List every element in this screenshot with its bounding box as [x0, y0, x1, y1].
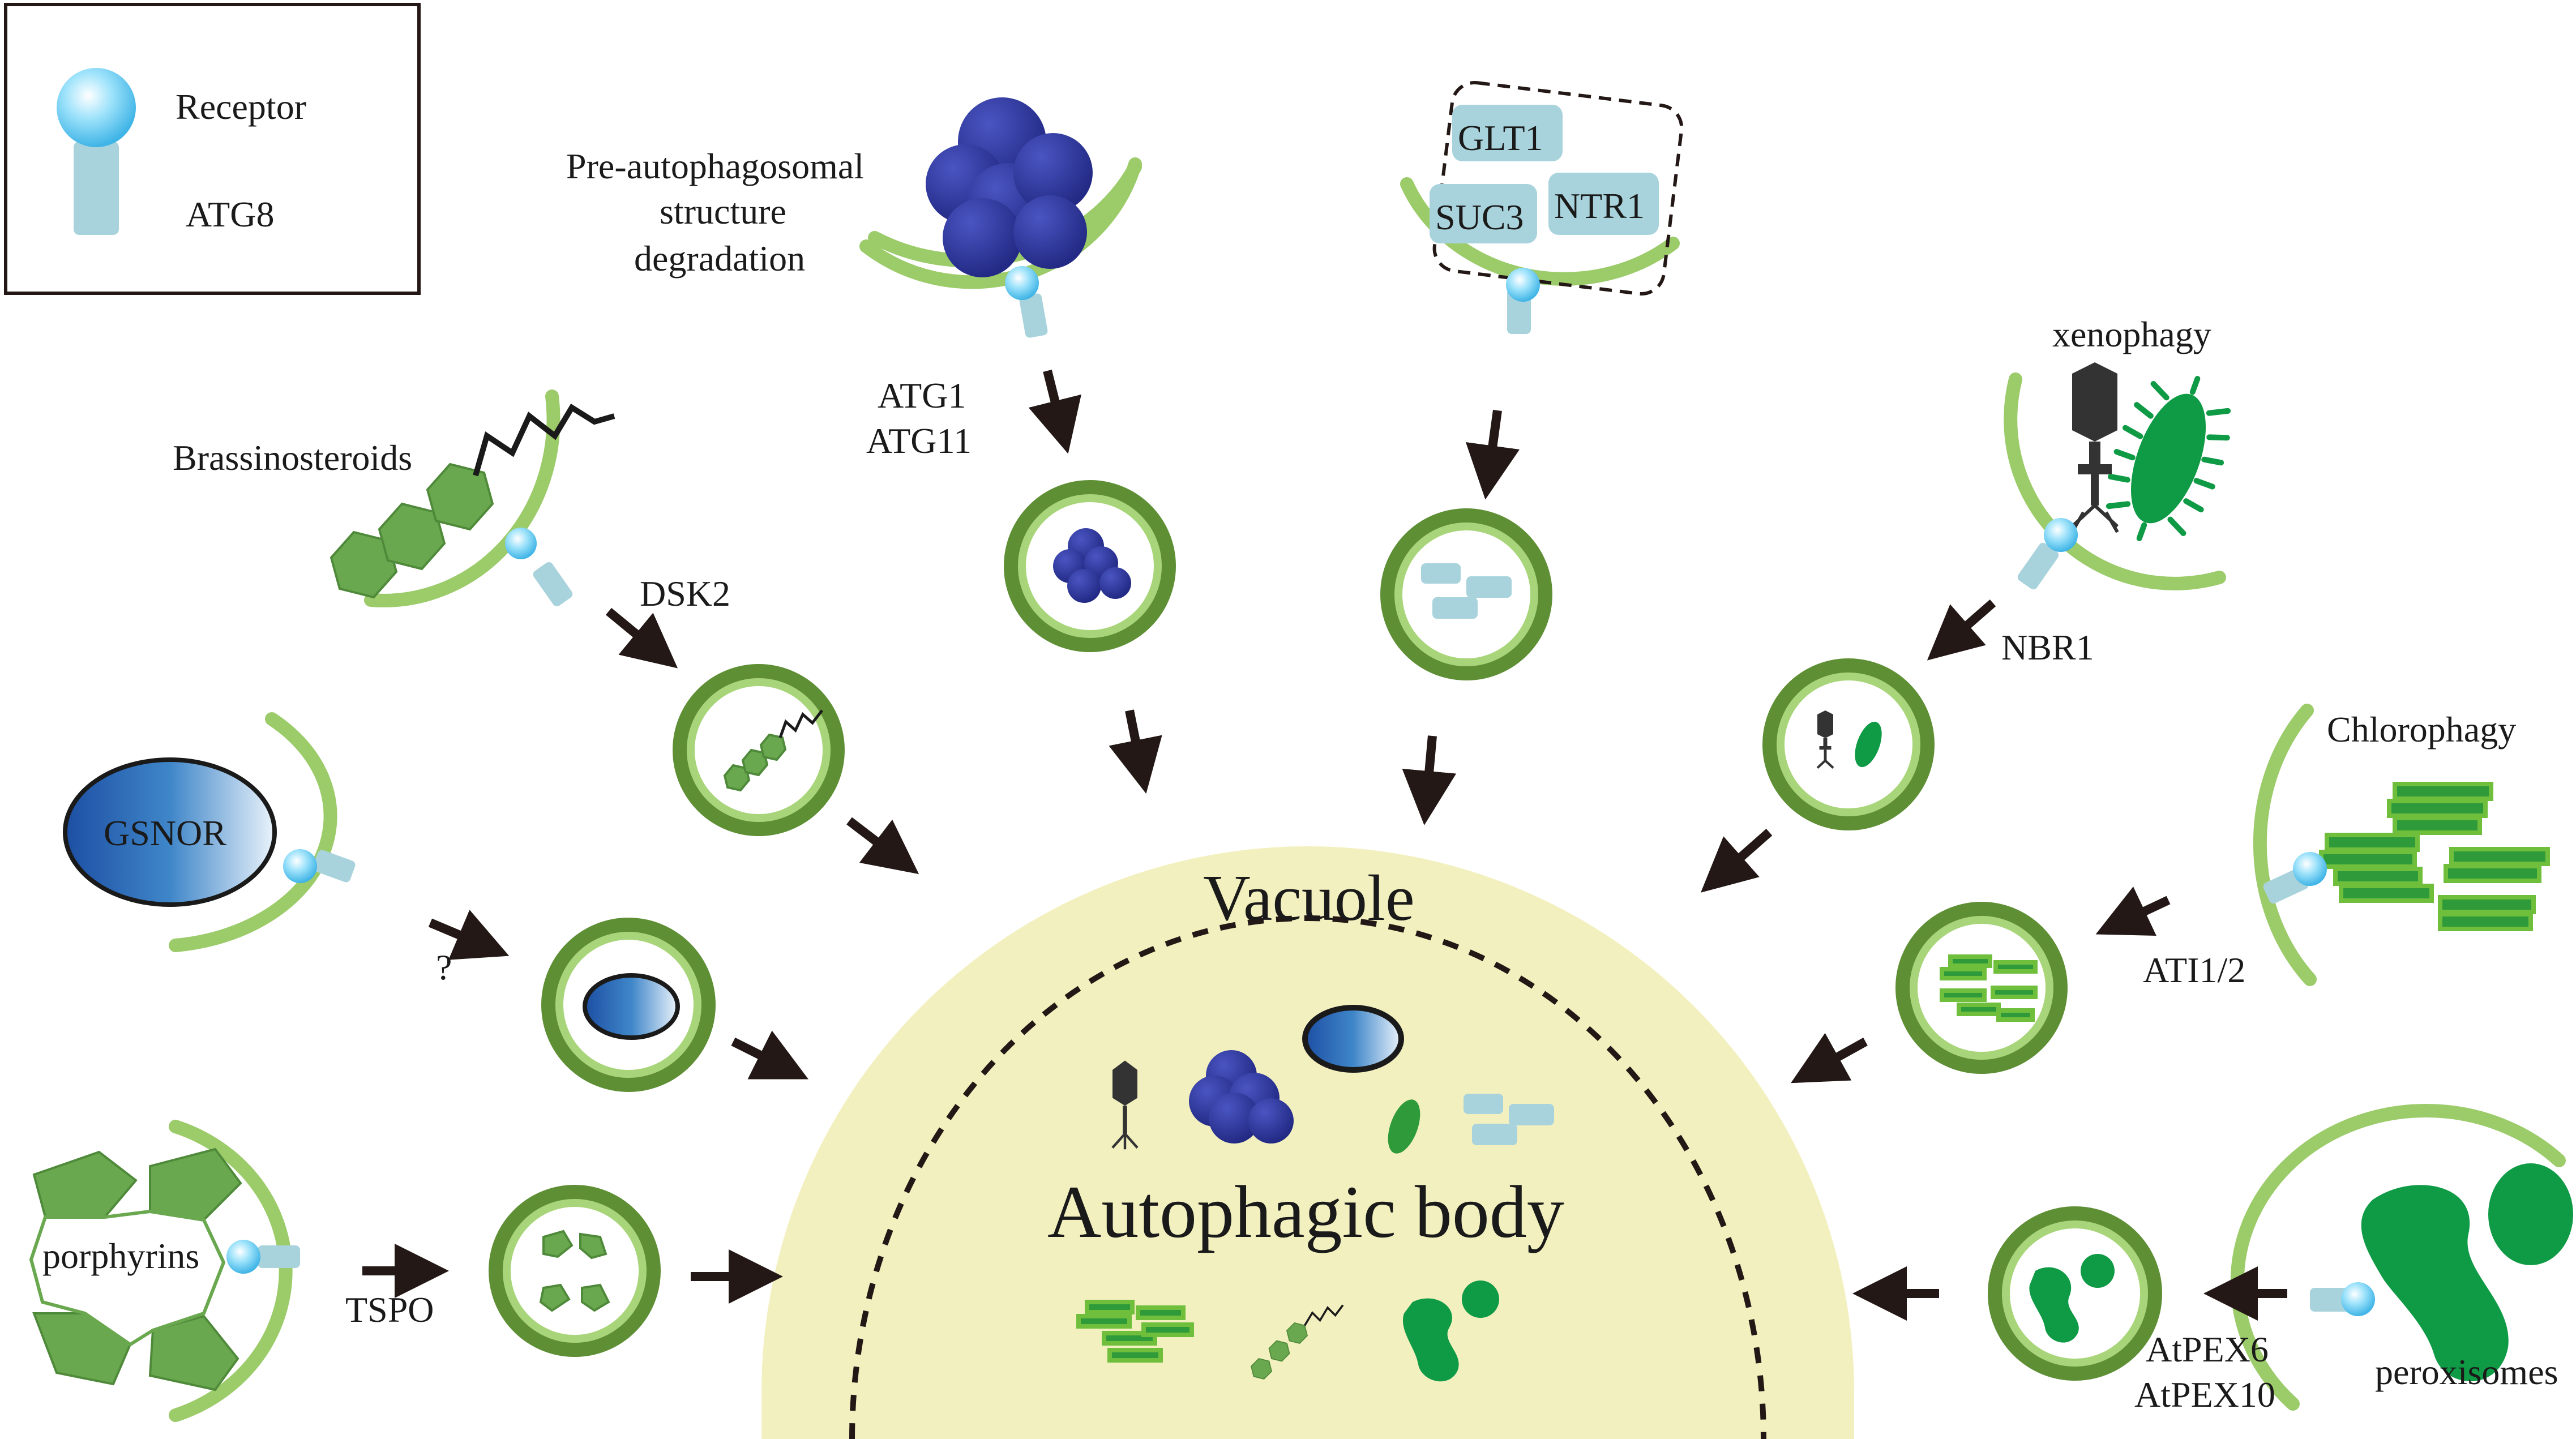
transporter-cargo3-label: NTR1	[1554, 186, 1645, 226]
pas-atg8	[1019, 293, 1048, 338]
peroxisome-receptor	[2341, 1282, 2375, 1316]
chlorophagy-receptor	[2293, 852, 2327, 886]
pathway-pas: Pre-autophagosomal structure degradation…	[566, 97, 1176, 794]
peroxisome-icon	[2361, 1163, 2573, 1382]
pas-label-line3: degradation	[634, 238, 805, 279]
peroxisome-label: peroxisomes	[2375, 1352, 2558, 1392]
chlorophagy-phagophore	[2253, 704, 2317, 986]
porphyrin-receptor-label: TSPO	[345, 1290, 434, 1330]
pas-label-line1: Pre-autophagosomal	[566, 146, 864, 186]
xenophagy-receptor-label: NBR1	[2001, 627, 2094, 667]
xenophagy-arrow-2	[1701, 829, 1773, 893]
vacuole-inner-dashed-boundary	[849, 915, 1766, 1439]
pas-blue-complex	[926, 97, 1093, 277]
vacuole-phage-icon	[1111, 1060, 1139, 1150]
porphyrin-vesicle	[489, 1185, 661, 1357]
pathway-brassinosteroids: Brassinosteroids DSK2	[173, 389, 919, 875]
chlorophagy-label: Chlorophagy	[2327, 709, 2516, 750]
gsnor-arrow-1	[428, 910, 510, 960]
porphyrin-phagophore	[169, 1120, 293, 1422]
chlorophagy-chloroplast-stacks	[2319, 782, 2550, 931]
pas-label-line2: structure	[660, 191, 786, 232]
transporter-glt1-box	[1452, 105, 1563, 161]
pathway-xenophagy: xenophagy NBR1	[1701, 314, 2231, 893]
pas-vesicle	[1004, 480, 1176, 652]
transporter-arrow-2	[1402, 735, 1457, 825]
chlorophagy-arrow-2	[1791, 1033, 1868, 1083]
xenophagy-atg8	[2017, 542, 2059, 590]
peroxisome-phagophore	[2230, 1103, 2566, 1411]
transporter-dashed-group	[1432, 80, 1684, 296]
chlorophagy-receptor-label: ATI1/2	[2143, 950, 2245, 990]
vacuole-title: Vacuole	[1203, 862, 1415, 935]
peroxisome-receptor-line1: AtPEX6	[2146, 1329, 2269, 1369]
legend-receptor-icon	[57, 68, 136, 147]
autophagic-body-label: Autophagic body	[1047, 1170, 1564, 1253]
legend-box	[4, 3, 421, 295]
xenophagy-arrow-1	[1927, 599, 1996, 661]
gsnor-receptor-label: ?	[436, 947, 452, 987]
gsnor-arrow-2	[731, 1030, 808, 1080]
transporter-suc3-box	[1430, 184, 1537, 243]
xenophagy-bacterium-icon	[2106, 376, 2231, 541]
pathway-gsnor: GSNOR ?	[63, 712, 808, 1092]
xenophagy-phage-icon	[2070, 362, 2119, 533]
transporter-vesicle	[1380, 508, 1552, 680]
pas-receptor-line2: ATG11	[866, 421, 972, 461]
gsnor-receptor	[283, 849, 317, 883]
pathway-peroxisomes: peroxisomes AtPEX6 AtPEX10	[1852, 1103, 2573, 1415]
legend: Receptor ATG8	[4, 3, 421, 295]
pas-arrow-2	[1109, 709, 1162, 794]
legend-atg8-label: ATG8	[186, 194, 274, 234]
vacuole-gsnor-icon	[1302, 1005, 1404, 1073]
vacuole-body	[761, 846, 1854, 1439]
transporter-ntr1-box	[1548, 173, 1659, 235]
transporter-arrow-1	[1465, 409, 1520, 500]
vacuole-chloroplast-stacks	[1076, 1300, 1194, 1363]
xenophagy-label: xenophagy	[2052, 314, 2211, 354]
pathway-transporters: GLT1 SUC3 NTR1	[1380, 80, 1684, 825]
pathway-porphyrins: porphyrins TSPO	[29, 1120, 783, 1422]
brassinosteroid-arrow-2	[846, 817, 919, 875]
vacuole: Vacuole Autophagic body	[761, 846, 1854, 1439]
brassinosteroid-receptor-label: DSK2	[640, 573, 730, 614]
gsnor-atg8	[313, 850, 356, 883]
porphyrin-receptor	[226, 1240, 260, 1274]
porphyrin-label: porphyrins	[42, 1236, 199, 1276]
chlorophagy-vesicle	[1895, 902, 2068, 1074]
legend-receptor-label: Receptor	[176, 87, 306, 127]
porphyrin-atg8	[258, 1245, 300, 1268]
vacuole-peroxisome-icon	[1402, 1280, 1499, 1382]
vacuole-brassinosteroid-icon	[1251, 1304, 1344, 1380]
vacuole-blue-complex	[1189, 1050, 1294, 1144]
chlorophagy-arrow-1	[2095, 886, 2171, 936]
transporter-cargo2-label: SUC3	[1435, 197, 1524, 237]
gsnor-label: GSNOR	[104, 813, 226, 853]
vacuole-transporter-boxes	[1464, 1094, 1554, 1145]
vacuole-bacterium-icon	[1388, 1099, 1420, 1154]
brassinosteroid-label: Brassinosteroids	[173, 438, 412, 478]
xenophagy-receptor	[2044, 518, 2078, 552]
peroxisome-vesicle	[1988, 1206, 2162, 1381]
brassinosteroid-vesicle	[673, 664, 845, 836]
transporter-cargo1-label: GLT1	[1458, 118, 1543, 158]
brassinosteroid-molecule	[330, 404, 615, 599]
xenophagy-vesicle	[1762, 658, 1935, 830]
transporter-receptor	[1506, 268, 1540, 302]
brassinosteroid-atg8	[533, 562, 573, 607]
pas-receptor	[1005, 266, 1039, 300]
peroxisome-receptor-line2: AtPEX10	[2134, 1374, 2275, 1415]
pas-receptor-line1: ATG1	[878, 375, 966, 416]
pathway-chlorophagy: Chlorophagy ATI1/2	[1791, 704, 2550, 1083]
pas-arrow-1	[1028, 370, 1081, 454]
brassinosteroid-arrow-1	[605, 607, 678, 669]
porphyrin-molecule	[29, 1147, 242, 1391]
legend-atg8-icon	[74, 142, 119, 235]
brassinosteroid-receptor	[505, 528, 537, 559]
gsnor-icon	[63, 757, 277, 907]
gsnor-vesicle	[541, 918, 716, 1092]
